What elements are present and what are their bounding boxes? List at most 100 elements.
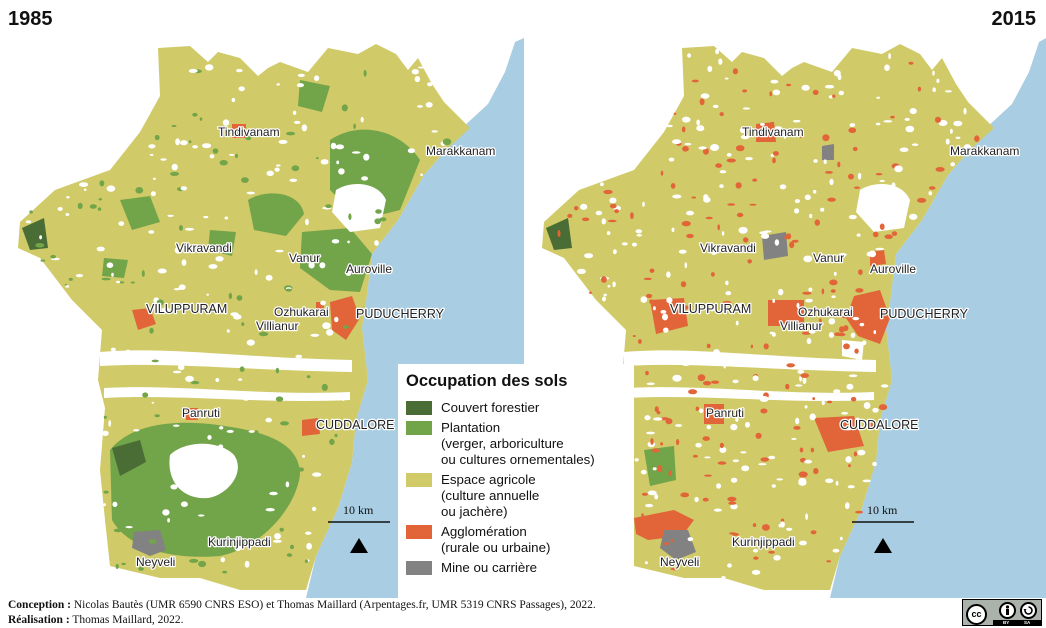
legend-label: Mine ou carrière: [441, 560, 537, 576]
land-patch: [717, 224, 720, 231]
land-patch: [154, 414, 160, 418]
land-patch: [174, 457, 180, 463]
land-patch: [778, 288, 784, 296]
land-patch: [857, 172, 862, 180]
land-patch: [308, 251, 312, 259]
land-patch: [266, 170, 274, 176]
land-patch: [640, 296, 648, 303]
north-arrow-icon: [874, 538, 892, 553]
land-patch: [786, 83, 792, 87]
land-patch: [888, 53, 891, 60]
land-patch: [660, 170, 664, 176]
land-patch: [740, 134, 750, 140]
land-patch: [662, 313, 668, 321]
land-patch: [666, 124, 673, 128]
land-patch: [125, 349, 131, 354]
land-patch: [425, 102, 433, 108]
land-patch: [161, 307, 170, 312]
land-patch: [682, 362, 690, 366]
land-patch: [149, 327, 154, 334]
land-patch: [184, 393, 192, 396]
texture-patches: [557, 48, 980, 579]
land-patch: [739, 360, 748, 366]
land-patch: [289, 544, 295, 550]
legend-line: Agglomération: [441, 524, 527, 539]
land-patch: [341, 396, 346, 401]
cc-sa-icon: [1020, 602, 1037, 619]
credit-conception-label: Conception :: [8, 599, 71, 611]
land-patch: [831, 295, 836, 299]
land-patch: [254, 196, 260, 199]
land-patch: [850, 396, 857, 402]
label-vanur: Vanur: [813, 251, 844, 265]
land-patch: [802, 377, 807, 385]
land-patch: [246, 339, 255, 346]
land-patch: [743, 307, 750, 312]
land-patch: [280, 421, 289, 426]
land-patch: [928, 191, 933, 196]
land-patch: [118, 221, 125, 227]
land-patch: [705, 216, 713, 220]
land-patch: [843, 343, 850, 350]
land-patch: [203, 215, 209, 219]
land-patch: [218, 239, 227, 246]
land-patch: [684, 142, 692, 146]
land-patch: [297, 467, 304, 472]
land-patch: [880, 384, 889, 388]
land-patch: [279, 527, 284, 532]
land-patch: [936, 78, 940, 83]
land-patch: [855, 288, 864, 293]
land-patch: [786, 527, 793, 531]
land-patch: [106, 185, 116, 192]
land-patch: [360, 116, 364, 123]
land-patch: [672, 194, 682, 199]
land-patch: [872, 407, 879, 413]
land-patch: [692, 454, 698, 458]
land-patch: [285, 288, 292, 292]
land-patch: [712, 104, 719, 109]
land-patch: [345, 270, 352, 276]
label-cuddalore: CUDDALORE: [840, 418, 919, 432]
land-patch: [111, 272, 114, 277]
land-patch: [234, 545, 242, 552]
legend-items: Couvert forestier Plantation (verger, ar…: [406, 400, 626, 576]
land-patch: [151, 401, 155, 404]
land-patch: [833, 271, 837, 276]
land-patch: [645, 503, 654, 508]
land-patch: [675, 424, 683, 427]
land-patch: [308, 262, 315, 269]
land-patch: [226, 329, 230, 333]
land-patch: [745, 157, 753, 161]
land-patch: [893, 217, 896, 221]
land-patch: [735, 320, 739, 326]
land-patch: [702, 147, 709, 155]
land-patch: [692, 561, 701, 565]
land-patch: [808, 330, 816, 334]
land-patch: [256, 397, 263, 400]
land-patch: [833, 389, 841, 394]
land-patch: [666, 297, 673, 304]
land-patch: [863, 402, 871, 409]
legend-swatch: [406, 525, 432, 539]
land-patch: [772, 157, 776, 164]
land-patch: [224, 216, 229, 220]
land-patch: [314, 75, 320, 81]
map-place-labels: Tindivanam Marakkanam Vikravandi Vanur A…: [659, 124, 1021, 571]
land-patch: [646, 293, 653, 299]
land-patch: [150, 191, 156, 197]
land-patch: [770, 121, 774, 126]
land-patch: [574, 206, 579, 211]
land-patch: [801, 331, 811, 335]
land-patch: [112, 501, 118, 507]
land-patch: [242, 394, 250, 401]
land-patch: [824, 171, 833, 174]
land-patch: [852, 316, 860, 321]
land-patch: [567, 213, 573, 218]
land-patch: [185, 375, 194, 382]
land-patch: [844, 427, 852, 431]
land-patch: [353, 123, 356, 130]
land-patch: [752, 523, 757, 528]
land-patch: [774, 239, 780, 246]
legend: Occupation des sols Couvert forestier Pl…: [398, 364, 634, 600]
land-patch: [813, 189, 817, 194]
